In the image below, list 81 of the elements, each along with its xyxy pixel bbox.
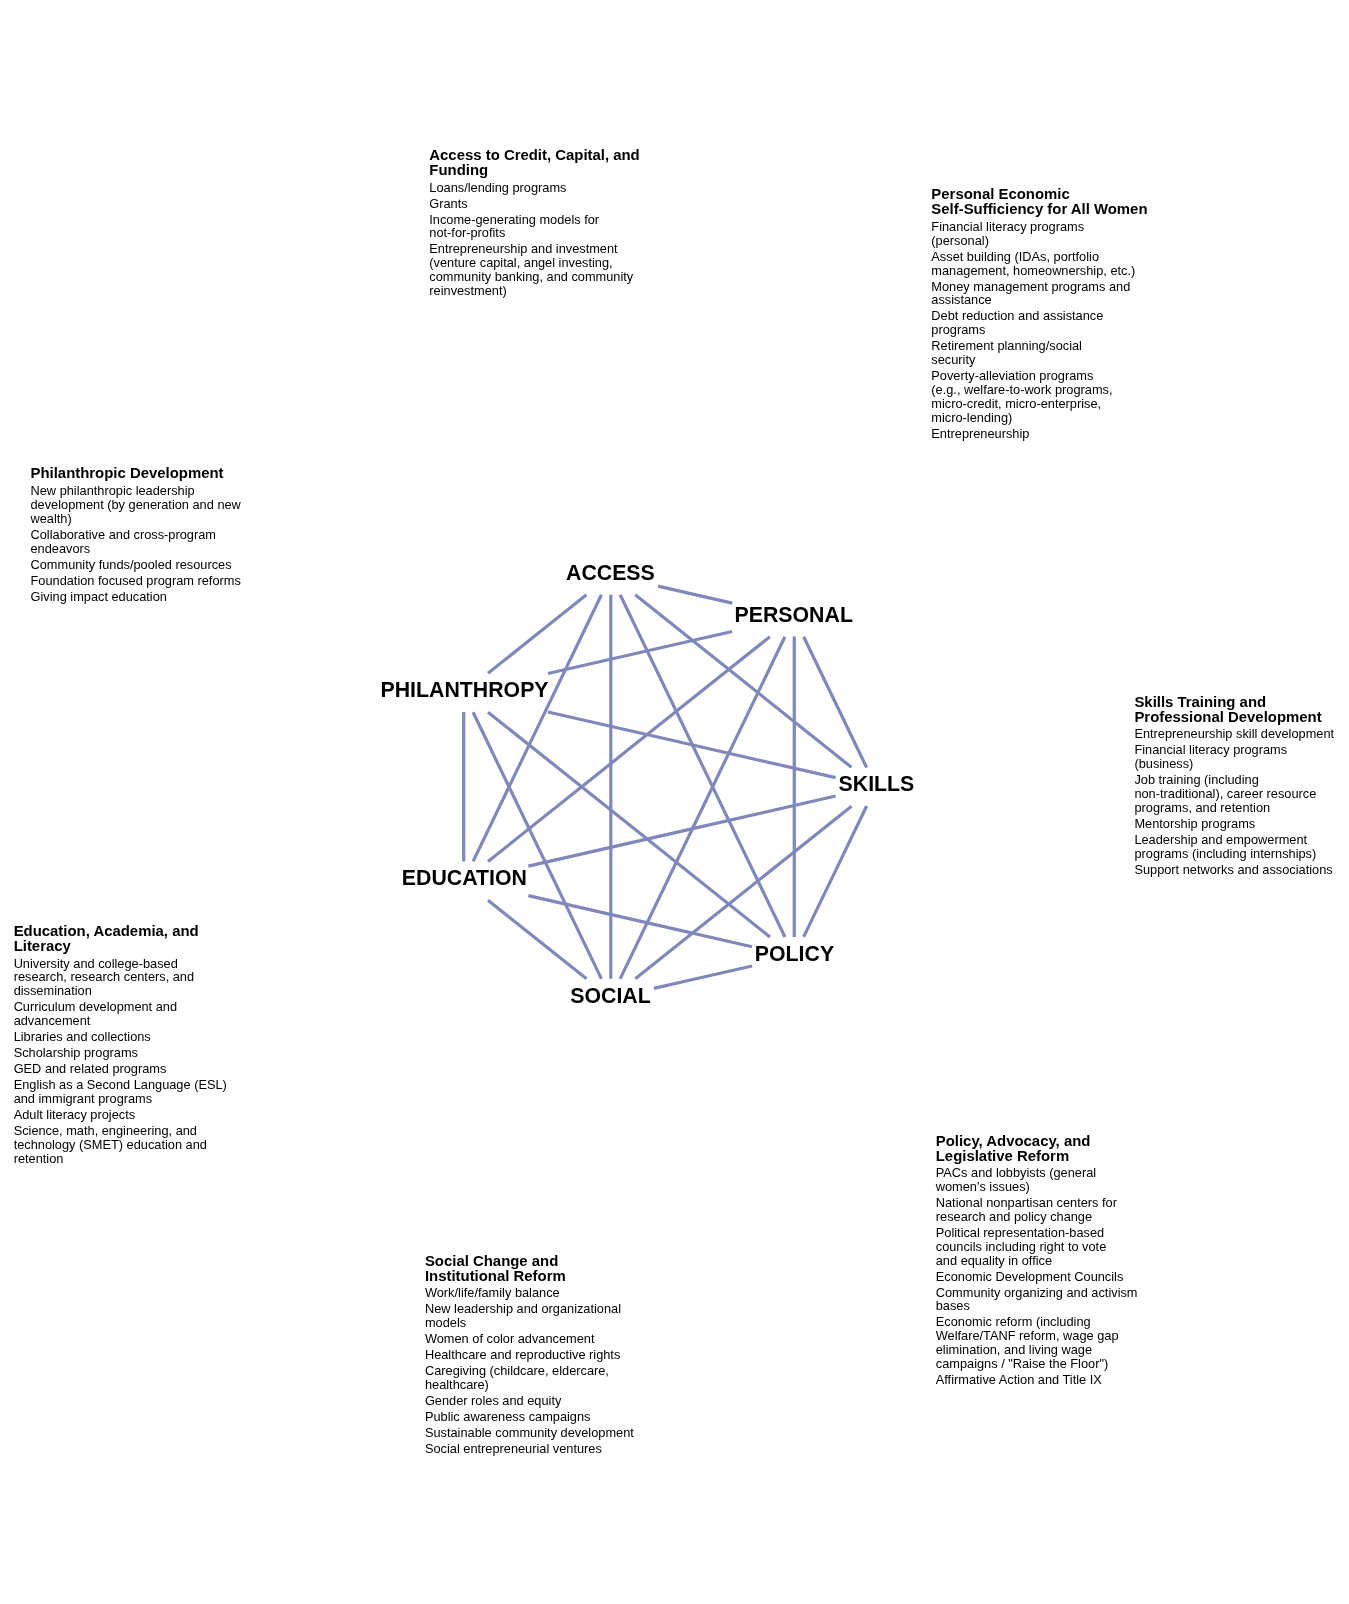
connector — [657, 584, 733, 605]
node-label: Libraries and collections — [13, 1028, 151, 1044]
node-label: Philanthropic Development — [30, 463, 224, 481]
node-label: New philanthropic leadership development (by generation and new wealth) — [30, 482, 241, 526]
node-label: English as a Second Language (ESL) and immigrant programs — [13, 1076, 227, 1106]
node-label: Caregiving (childcare, eldercare, healthcare) — [424, 1362, 609, 1392]
node-label: Giving impact education — [30, 588, 167, 604]
node-label: Curriculum development and advancement — [13, 998, 178, 1028]
node-label: Sustainable community development — [424, 1424, 634, 1440]
node-label: Mentorship programs — [1134, 815, 1256, 831]
node-text: POLICY — [754, 941, 835, 966]
connector — [487, 634, 771, 863]
node-label: Entrepreneurship — [931, 425, 1030, 441]
node-label: Economic Development Councils — [935, 1268, 1124, 1284]
node-label: Financial literacy programs (personal) — [931, 218, 1085, 248]
node-label: Women of color advancement — [424, 1330, 595, 1346]
connector — [487, 710, 771, 938]
node-label: Poverty-alleviation programs (e.g., welfare-to-work programs, micro-credit, micro-enterprise, micro-lending) — [931, 367, 1113, 425]
node-label: Skills Training and Professional Development — [1134, 692, 1322, 725]
node-label: Income-generating models for not-for-profits — [429, 211, 600, 240]
node-label: Job training (including non-traditional), career resource programs, and retention — [1134, 771, 1317, 815]
connector — [802, 804, 869, 938]
node-label: Foundation focused program reforms — [30, 572, 241, 588]
node-label: Adult literacy projects — [13, 1106, 136, 1122]
connector — [792, 636, 796, 937]
node-label: Leadership and empowerment programs (including internships) — [1134, 831, 1317, 861]
connector — [471, 593, 603, 862]
node-label: Education, Academia, and Literacy — [13, 921, 199, 954]
node-label: New leadership and organizational models — [424, 1300, 622, 1330]
node-label: Entrepreneurship and investment (venture capital, angel investing, community banking, and community reinvestment) — [429, 240, 634, 298]
node-text: PERSONAL — [734, 602, 853, 627]
node-label: Social entrepreneurial ventures — [424, 1440, 602, 1456]
node-label: Scholarship programs — [13, 1044, 138, 1060]
connector — [618, 635, 787, 980]
connector — [471, 711, 603, 980]
connector — [653, 963, 753, 990]
node-label: National nonpartisan centers for research and policy change — [935, 1194, 1117, 1224]
node-label: Loans/lending programs — [429, 179, 567, 195]
connector — [634, 804, 853, 980]
node-text: ACCESS — [566, 560, 655, 585]
connector — [547, 629, 733, 675]
connector — [487, 593, 588, 675]
connector — [462, 711, 466, 861]
node-label: Asset building (IDAs, portfolio management, homeownership, etc.) — [931, 248, 1136, 278]
connector — [528, 893, 753, 948]
connector — [487, 898, 588, 980]
node-label: Entrepreneurship skill development — [1134, 725, 1335, 741]
connector — [609, 594, 613, 979]
node-label: Debt reduction and assistance programs — [931, 307, 1104, 337]
node-label: University and college-based research, research centers, and dissemination — [13, 955, 195, 998]
connector — [634, 593, 853, 769]
node-label: Policy, Advocacy, and Legislative Reform — [935, 1131, 1091, 1164]
node-label: Social Change and Institutional Reform — [424, 1251, 566, 1284]
node-label: Personal Economic Self-Sufficiency for All Women — [931, 184, 1148, 217]
node-label: Community funds/pooled resources — [30, 556, 232, 572]
node-label: Support networks and associations — [1134, 861, 1333, 877]
node-label: Retirement planning/social security — [931, 337, 1082, 367]
node-label: Community organizing and activism bases — [935, 1284, 1138, 1313]
node-label: Public awareness campaigns — [424, 1408, 591, 1424]
node-label: Access to Credit, Capital, and Funding — [429, 145, 640, 178]
node-text: SKILLS — [838, 771, 915, 796]
node-label: Collaborative and cross-program endeavors — [30, 526, 216, 556]
node-label: Gender roles and equity — [424, 1392, 562, 1408]
node-label: Political representation-based councils including right to vote and equality in office — [935, 1224, 1107, 1268]
node-label: Financial literacy programs (business) — [1134, 741, 1288, 771]
node-label: Healthcare and reproductive rights — [424, 1346, 621, 1362]
node-text: EDUCATION — [401, 865, 527, 890]
node-label: Money management programs and assistance — [931, 278, 1131, 307]
node-label: PACs and lobbyists (general women's issues) — [935, 1164, 1097, 1194]
connector — [527, 793, 836, 868]
node-label: Affirmative Action and Title IX — [935, 1371, 1102, 1387]
connector — [547, 709, 836, 779]
node-label: Economic reform (including Welfare/TANF reform, wage gap elimination, and living wage campaigns / "Raise the Floor") — [935, 1313, 1119, 1371]
node-text: PHILANTHROPY — [380, 677, 549, 702]
node-text: SOCIAL — [570, 983, 651, 1008]
node-label: GED and related programs — [13, 1060, 167, 1076]
node-label: Science, math, engineering, and technology (SMET) education and retention — [13, 1122, 207, 1166]
node-label: Work/life/family balance — [424, 1284, 560, 1300]
node-label: Grants — [429, 195, 468, 211]
connector — [802, 635, 869, 768]
connector — [618, 593, 787, 938]
